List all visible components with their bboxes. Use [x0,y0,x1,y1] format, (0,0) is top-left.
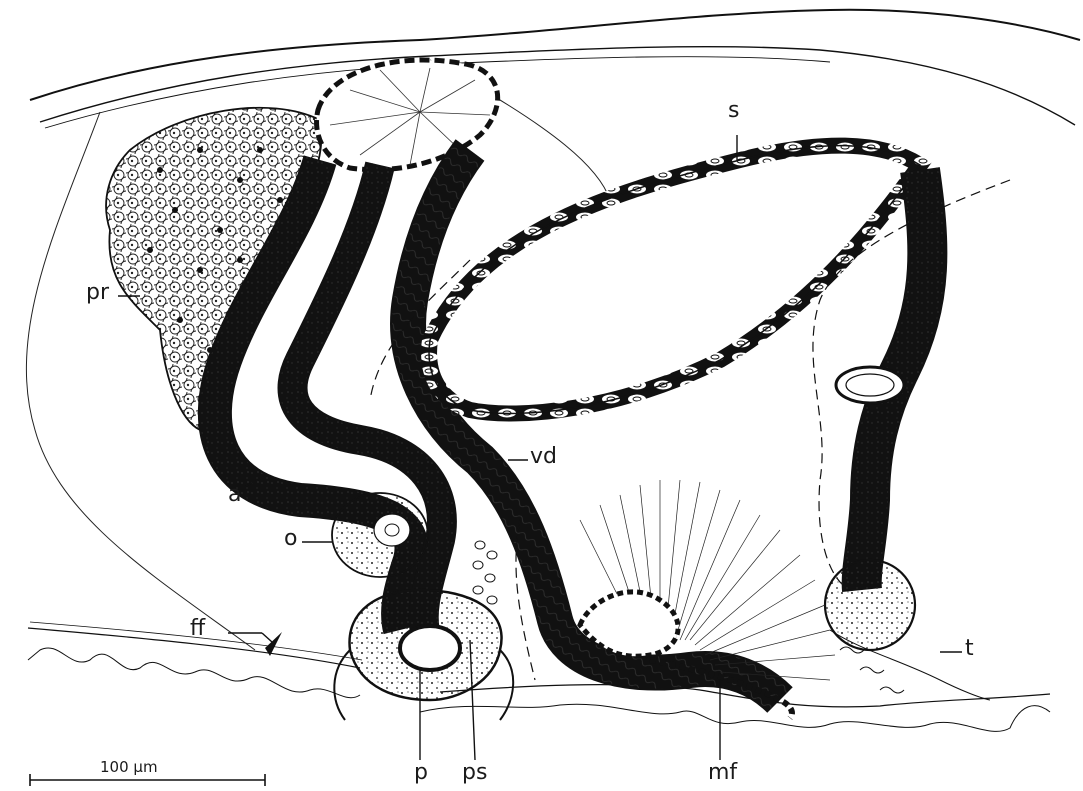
label-mf: mf [708,762,737,784]
label-o: o [284,528,297,550]
scale-bar-label: 100 µm [100,758,158,776]
label-vd: vd [530,446,557,468]
label-p: p [414,762,428,784]
label-s: s [728,100,739,122]
label-ps: ps [462,762,487,784]
testis-duct [836,170,927,590]
penis [334,590,513,720]
label-t: t [965,638,974,660]
body-wall [30,10,1080,128]
ovary [332,493,428,577]
label-ff: ff [190,618,205,640]
label-a: a [228,484,241,506]
penis-sheath-cells [473,541,497,604]
label-pr: pr [86,282,109,304]
testis [825,560,990,700]
